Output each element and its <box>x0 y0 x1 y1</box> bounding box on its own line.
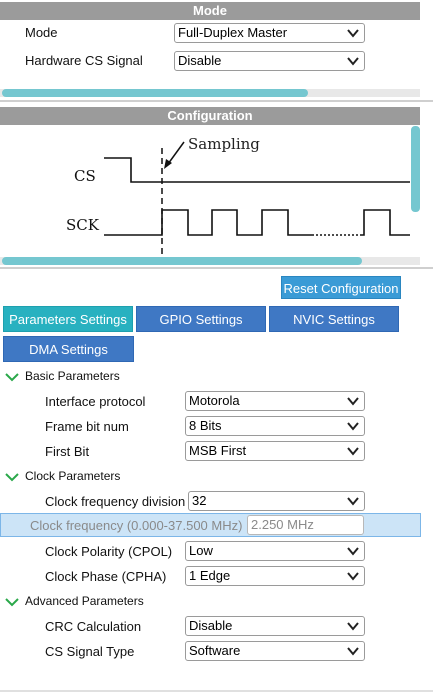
crc-calculation-value: Disable <box>189 618 233 633</box>
timing-diagram: Sampling CS SCK <box>0 126 410 258</box>
hardware-cs-select-value: Disable <box>178 53 222 68</box>
clock-parameters-title: Clock Parameters <box>25 469 121 483</box>
config-hscroll-thumb[interactable] <box>2 257 362 265</box>
chevron-down-icon <box>5 598 19 607</box>
tab-nvic-settings[interactable]: NVIC Settings <box>269 306 399 332</box>
frame-bit-num-select[interactable]: 8 Bits <box>185 416 365 436</box>
tab-gpio-settings[interactable]: GPIO Settings <box>136 306 266 332</box>
cs-signal-label: CS <box>74 167 96 185</box>
chevron-down-icon <box>347 422 359 431</box>
mode-divider <box>0 100 433 102</box>
clock-phase-label: Clock Phase (CPHA) <box>45 569 167 584</box>
chevron-down-icon <box>347 57 359 66</box>
mode-label: Mode <box>25 25 58 40</box>
sck-waveform-end <box>362 209 410 236</box>
chevron-down-icon <box>347 497 359 506</box>
clock-polarity-select[interactable]: Low <box>185 541 365 561</box>
reset-configuration-button[interactable]: Reset Configuration <box>281 276 401 299</box>
basic-parameters-title: Basic Parameters <box>25 369 120 383</box>
sampling-label: Sampling <box>188 135 260 153</box>
sck-waveform <box>104 209 312 236</box>
clock-frequency-division-label: Clock frequency division <box>45 494 186 509</box>
advanced-parameters-group[interactable]: Advanced Parameters <box>5 594 144 608</box>
sck-signal-label: SCK <box>66 216 100 234</box>
chevron-down-icon <box>347 29 359 38</box>
basic-parameters-group[interactable]: Basic Parameters <box>5 369 120 383</box>
chevron-down-icon <box>5 473 19 482</box>
clock-frequency-value: 2.250 MHz <box>251 517 314 532</box>
clock-frequency-field: 2.250 MHz <box>247 515 364 535</box>
chevron-down-icon <box>347 547 359 556</box>
interface-protocol-select[interactable]: Motorola <box>185 391 365 411</box>
mode-section-header: Mode <box>0 2 420 20</box>
mode-select-value: Full-Duplex Master <box>178 25 288 40</box>
first-bit-label: First Bit <box>45 444 90 459</box>
cs-signal-type-value: Software <box>189 643 241 658</box>
timing-diagram-svg: Sampling CS SCK <box>66 135 410 254</box>
clock-polarity-label: Clock Polarity (CPOL) <box>45 544 173 559</box>
hardware-cs-select[interactable]: Disable <box>174 51 365 71</box>
chevron-down-icon <box>5 373 19 382</box>
cs-signal-type-select[interactable]: Software <box>185 641 365 661</box>
hardware-cs-label: Hardware CS Signal <box>25 53 143 68</box>
mode-hscroll-thumb[interactable] <box>2 89 308 97</box>
clock-phase-value: 1 Edge <box>189 568 231 583</box>
cs-signal-type-label: CS Signal Type <box>45 644 135 659</box>
crc-calculation-select[interactable]: Disable <box>185 616 365 636</box>
frame-bit-num-value: 8 Bits <box>189 418 222 433</box>
crc-calculation-label: CRC Calculation <box>45 619 142 634</box>
first-bit-select[interactable]: MSB First <box>185 441 365 461</box>
chevron-down-icon <box>347 572 359 581</box>
chevron-down-icon <box>347 622 359 631</box>
config-vscroll-thumb[interactable] <box>411 126 420 212</box>
configuration-section-header: Configuration <box>0 107 420 125</box>
chevron-down-icon <box>347 647 359 656</box>
sampling-arrow <box>167 141 185 165</box>
bottom-divider <box>0 690 433 692</box>
arrow-head-icon <box>164 159 172 169</box>
frame-bit-num-label: Frame bit num <box>45 419 129 434</box>
clock-parameters-group[interactable]: Clock Parameters <box>5 469 120 483</box>
clock-frequency-label: Clock frequency (0.000-37.500 MHz) <box>30 518 243 533</box>
first-bit-value: MSB First <box>189 443 247 458</box>
interface-protocol-label: Interface protocol <box>45 394 146 409</box>
tab-parameters-settings[interactable]: Parameters Settings <box>3 306 133 332</box>
advanced-parameters-title: Advanced Parameters <box>25 594 144 608</box>
config-divider <box>0 267 433 269</box>
clock-frequency-division-select[interactable]: 32 <box>188 491 365 511</box>
chevron-down-icon <box>347 447 359 456</box>
clock-frequency-division-value: 32 <box>192 493 207 508</box>
interface-protocol-value: Motorola <box>189 393 240 408</box>
clock-phase-select[interactable]: 1 Edge <box>185 566 365 586</box>
cs-waveform <box>104 157 410 183</box>
tab-dma-settings[interactable]: DMA Settings <box>3 336 134 362</box>
chevron-down-icon <box>347 397 359 406</box>
clock-polarity-value: Low <box>189 543 213 558</box>
mode-select[interactable]: Full-Duplex Master <box>174 23 365 43</box>
